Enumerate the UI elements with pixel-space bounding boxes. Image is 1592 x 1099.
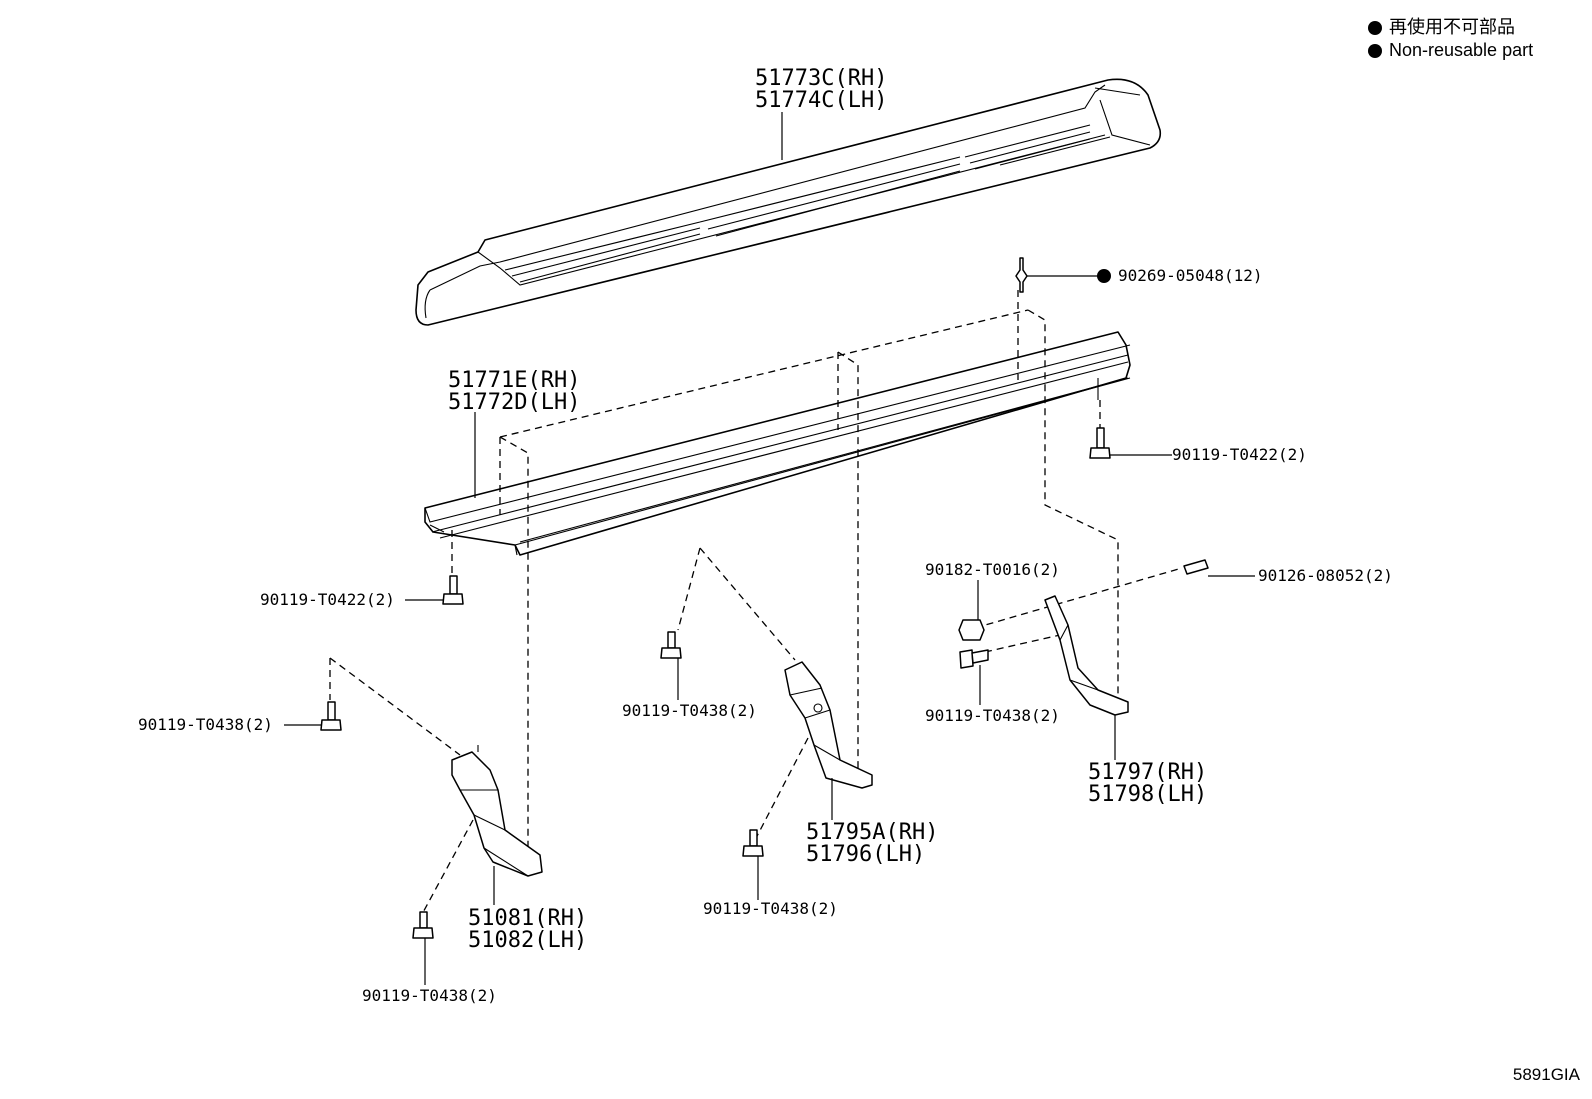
part-label-rail: 51771E(RH) 51772D(LH) <box>448 370 580 414</box>
legend-row-jp: 再使用不可部品 <box>1368 16 1533 39</box>
leader-lines <box>284 112 1255 985</box>
part-label-bracket-front: 51081(RH) 51082(LH) <box>468 908 587 952</box>
bracket-rear <box>1044 595 1129 716</box>
fastener-label-bolt-rail-front: 90119-T0422(2) <box>260 590 395 609</box>
part-number-rh: 51773C(RH) <box>755 66 888 91</box>
running-board <box>415 78 1162 326</box>
bracket-middle <box>784 661 873 789</box>
legend-text-jp: 再使用不可部品 <box>1389 17 1515 37</box>
fastener-icons <box>320 257 1209 939</box>
part-number-rh: 51795A(RH) <box>806 820 939 845</box>
legend-text-en: Non-reusable part <box>1389 40 1534 61</box>
part-number-rh: 51797(RH) <box>1088 760 1208 785</box>
part-number-lh: 51772D(LH) <box>448 390 581 415</box>
fastener-label-bolt-front-lower: 90119-T0438(2) <box>362 986 497 1005</box>
part-number-lh: 51798(LH) <box>1088 782 1208 807</box>
legend-row-en: Non-reusable part <box>1368 39 1533 62</box>
diagram-code: 5891GIA <box>1512 1065 1580 1084</box>
fastener-label-nut-rear: 90182-T0016(2) <box>925 560 1060 579</box>
part-number-rh: 51771E(RH) <box>448 368 581 393</box>
fastener-label-bolt-rail-rear: 90119-T0422(2) <box>1172 445 1307 464</box>
bracket-front <box>451 745 543 877</box>
part-number-lh: 51796(LH) <box>806 842 926 867</box>
part-number-lh: 51082(LH) <box>468 928 588 953</box>
part-label-board: 51773C(RH) 51774C(LH) <box>755 68 887 112</box>
fastener-label-bolt-mid-lower: 90119-T0438(2) <box>703 899 838 918</box>
filled-dot-icon <box>1368 20 1382 35</box>
part-label-bracket-rear: 51797(RH) 51798(LH) <box>1088 762 1207 806</box>
part-number-rh: 51081(RH) <box>468 906 588 931</box>
part-number-lh: 51774C(LH) <box>755 88 888 113</box>
fastener-label-bolt-rear: 90119-T0438(2) <box>925 706 1060 725</box>
fastener-label-stud-rear: 90126-08052(2) <box>1258 566 1393 585</box>
running-board-rail <box>424 331 1131 556</box>
fastener-label-clip: 90269-05048(12) <box>1118 266 1263 285</box>
part-label-bracket-middle: 51795A(RH) 51796(LH) <box>806 822 938 866</box>
filled-dot-icon <box>1368 44 1382 59</box>
fastener-label-bolt-front-upper: 90119-T0438(2) <box>138 715 273 734</box>
assembly-guide-lines <box>329 290 1183 919</box>
legend: 再使用不可部品 Non-reusable part <box>1368 16 1533 63</box>
non-reusable-marker-icon <box>1097 269 1111 283</box>
fastener-label-bolt-mid-upper: 90119-T0438(2) <box>622 701 757 720</box>
